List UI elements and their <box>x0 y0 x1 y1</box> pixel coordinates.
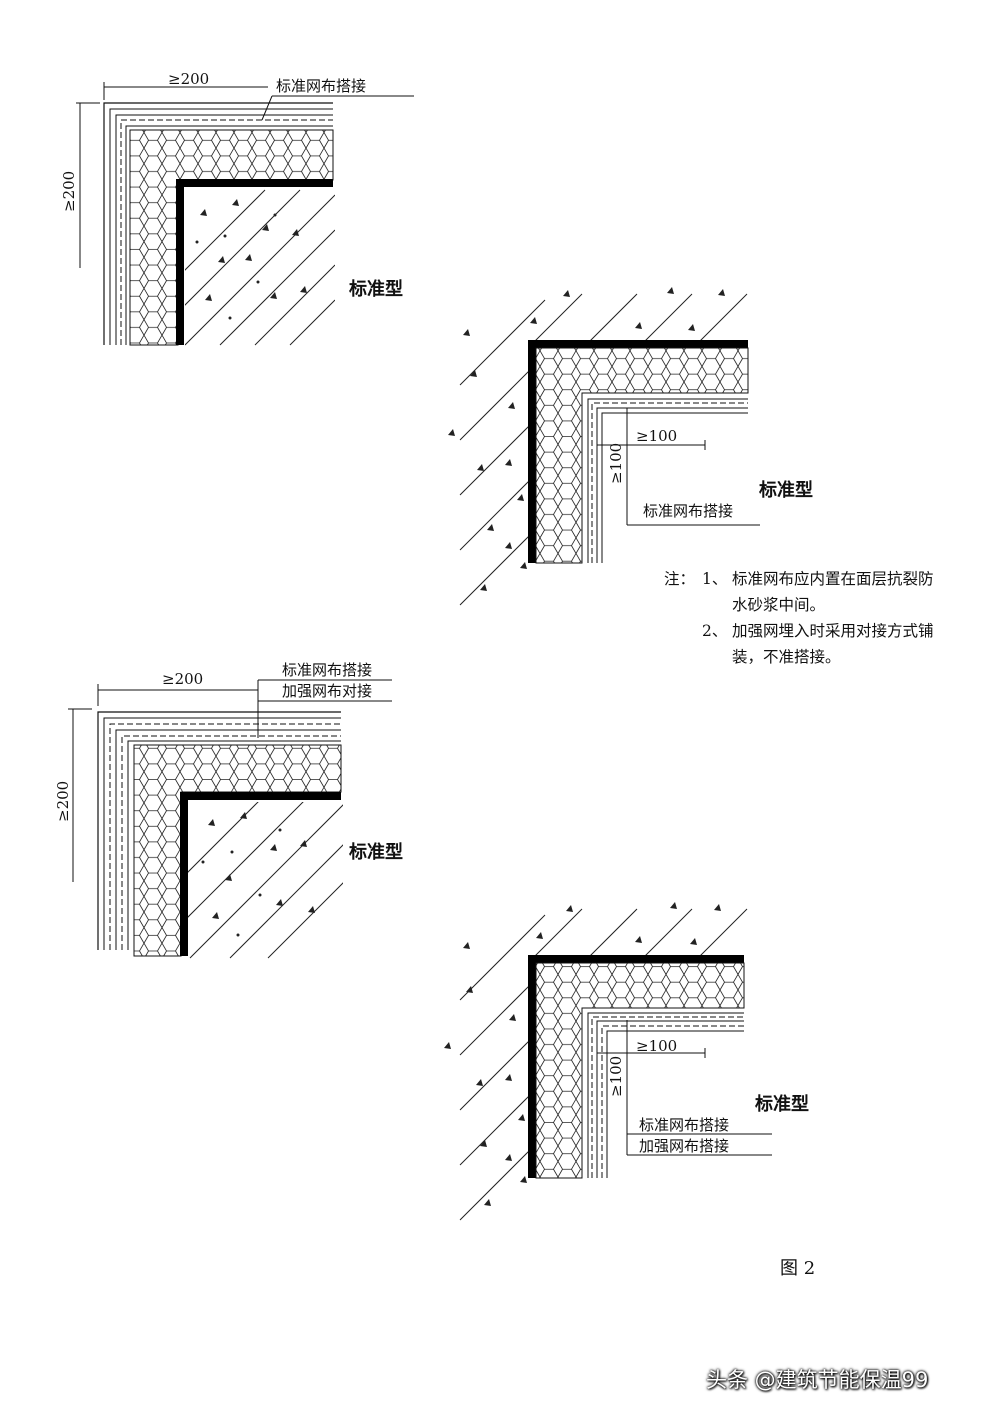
label-standard-type-1: 标准型 <box>348 278 403 300</box>
label-standard-type-2: 标准型 <box>758 479 813 501</box>
note-2-line-1: 加强网埋入时采用对接方式铺 <box>732 622 934 640</box>
note-1-line-1: 标准网布应内置在面层抗裂防 <box>732 570 934 588</box>
dim-100-vertical-2: ≥100 <box>607 1056 625 1097</box>
label-standard-mesh-lap-4: 标准网布搭接 <box>639 1116 729 1134</box>
label-reinforce-mesh-butt: 加强网布对接 <box>282 682 372 700</box>
label-standard-mesh-lap-2: 标准网布搭接 <box>643 502 733 520</box>
label-standard-type-4: 标准型 <box>754 1093 809 1115</box>
dim-200-vertical-2: ≥200 <box>54 781 72 822</box>
dim-100-vertical-1: ≥100 <box>607 443 625 484</box>
label-reinforce-mesh-lap: 加强网布搭接 <box>639 1137 729 1155</box>
note-1-line-2: 水砂浆中间。 <box>732 596 826 614</box>
diagram-standard-outer-corner-2 <box>68 679 392 959</box>
notes-prefix: 注： <box>664 570 696 588</box>
label-standard-type-3: 标准型 <box>348 841 403 863</box>
note-2-number: 2、 <box>702 622 728 640</box>
dim-100-horizontal-1: ≥100 <box>636 427 677 445</box>
diagram-standard-inner-corner-1 <box>448 287 760 606</box>
watermark: 头条 @建筑节能保温99 <box>706 1368 929 1392</box>
diagram-standard-inner-corner-2 <box>444 902 772 1221</box>
label-standard-mesh-lap-1: 标准网布搭接 <box>276 77 366 95</box>
dim-200-vertical-1: ≥200 <box>60 171 78 212</box>
note-2-line-2: 装，不准搭接。 <box>732 648 841 666</box>
notes-block: 注： 1、 标准网布应内置在面层抗裂防 水砂浆中间。 2、 加强网埋入时采用对接… <box>664 566 984 670</box>
dim-100-horizontal-2: ≥100 <box>636 1037 677 1055</box>
figure-label: 图 2 <box>780 1258 816 1279</box>
label-standard-mesh-lap-3: 标准网布搭接 <box>282 661 372 679</box>
diagram-standard-outer-corner-1 <box>76 82 414 346</box>
dim-200-horizontal-1: ≥200 <box>168 70 209 88</box>
note-1-number: 1、 <box>702 570 728 588</box>
dim-200-horizontal-2: ≥200 <box>162 670 203 688</box>
